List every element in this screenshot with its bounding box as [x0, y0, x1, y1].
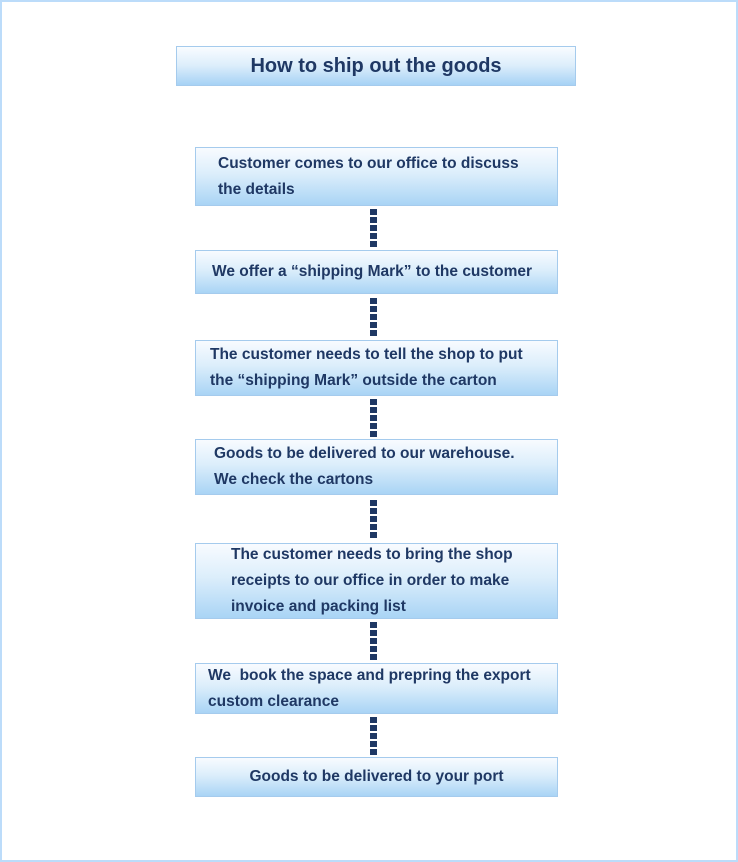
- connector-dot: [370, 233, 377, 239]
- connector-dot: [370, 749, 377, 755]
- step-label: We book the space and prepring the expor…: [208, 666, 531, 710]
- dotted-connector: [370, 399, 377, 437]
- connector-dot: [370, 322, 377, 328]
- flowchart-step-goods-to-warehouse: Goods to be delivered to our warehouse. …: [195, 439, 558, 495]
- step-label: The customer needs to bring the shop rec…: [231, 546, 513, 615]
- flowchart-step-bring-receipts: The customer needs to bring the shop rec…: [195, 543, 558, 619]
- dotted-connector: [370, 500, 377, 538]
- flowchart-step-tell-shop: The customer needs to tell the shop to p…: [195, 340, 558, 396]
- flowchart-step-customer-discuss: Customer comes to our office to discuss …: [195, 147, 558, 206]
- connector-dot: [370, 630, 377, 636]
- step-label: The customer needs to tell the shop to p…: [210, 346, 523, 389]
- connector-dot: [370, 225, 377, 231]
- connector-dot: [370, 532, 377, 538]
- connector-dot: [370, 241, 377, 247]
- connector-dot: [370, 314, 377, 320]
- flowchart-title: How to ship out the goods: [250, 54, 502, 77]
- dotted-connector: [370, 717, 377, 755]
- flowchart-step-book-space: We book the space and prepring the expor…: [195, 663, 558, 714]
- connector-dot: [370, 330, 377, 336]
- step-label: We offer a “shipping Mark” to the custom…: [212, 263, 533, 280]
- connector-dot: [370, 741, 377, 747]
- connector-dot: [370, 717, 377, 723]
- flowchart-title-box: How to ship out the goods: [176, 46, 576, 86]
- connector-dot: [370, 516, 377, 522]
- connector-dot: [370, 399, 377, 405]
- step-label: Goods to be delivered to our warehouse. …: [214, 445, 515, 488]
- connector-dot: [370, 524, 377, 530]
- dotted-connector: [370, 298, 377, 336]
- connector-dot: [370, 407, 377, 413]
- connector-dot: [370, 725, 377, 731]
- flowchart-step-delivered-to-port: Goods to be delivered to your port: [195, 757, 558, 797]
- connector-dot: [370, 415, 377, 421]
- connector-dot: [370, 423, 377, 429]
- dotted-connector: [370, 209, 377, 247]
- connector-dot: [370, 733, 377, 739]
- connector-dot: [370, 646, 377, 652]
- connector-dot: [370, 209, 377, 215]
- connector-dot: [370, 500, 377, 506]
- connector-dot: [370, 622, 377, 628]
- dotted-connector: [370, 622, 377, 660]
- connector-dot: [370, 217, 377, 223]
- connector-dot: [370, 431, 377, 437]
- step-label: Customer comes to our office to discuss …: [218, 154, 519, 198]
- connector-dot: [370, 654, 377, 660]
- flowchart-step-offer-shipping-mark: We offer a “shipping Mark” to the custom…: [195, 250, 558, 294]
- connector-dot: [370, 298, 377, 304]
- connector-dot: [370, 306, 377, 312]
- connector-dot: [370, 508, 377, 514]
- connector-dot: [370, 638, 377, 644]
- step-label: Goods to be delivered to your port: [249, 768, 504, 785]
